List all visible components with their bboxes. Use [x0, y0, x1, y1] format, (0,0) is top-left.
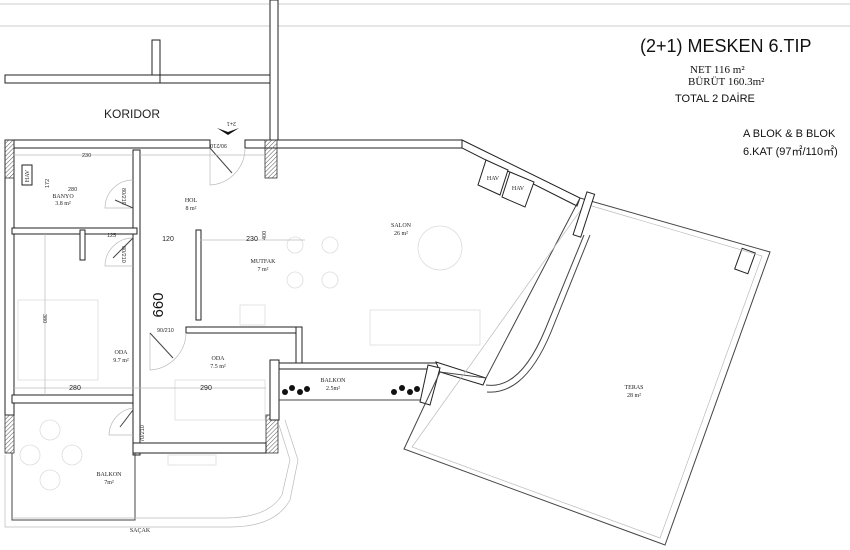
room-area: 8 m² [186, 206, 197, 212]
shaft-label: HAV [512, 186, 525, 192]
shaft-label: HAV [487, 176, 500, 182]
door-size: 80/210 [120, 246, 126, 263]
room-name: ODA [115, 350, 129, 356]
dimension: 230 [246, 236, 258, 243]
corridor-label: KORIDOR [104, 107, 160, 121]
column [265, 414, 279, 454]
total-units: TOTAL 2 DAİRE [675, 93, 755, 105]
column [4, 139, 15, 179]
block-label: A BLOK & B BLOK [743, 128, 836, 140]
dimension: 230 [82, 153, 91, 159]
dimension-lines [14, 154, 305, 395]
dimension: 290 [200, 385, 212, 392]
door-size: 70/210 [140, 425, 146, 442]
shaft-label: HAV [25, 169, 31, 182]
column [4, 414, 15, 454]
room-area: 26 m² [394, 231, 408, 237]
room-name: ODA [212, 356, 226, 362]
room-name: MUTFAK [251, 259, 277, 265]
room-area: 9.7 m² [113, 358, 129, 364]
shaft-bathroom [21, 164, 33, 186]
corridor-walls [4, 0, 279, 146]
dimension: 380 [41, 314, 47, 323]
room-area: 7 m² [258, 267, 269, 273]
entrance-label: 2+1 [227, 120, 236, 126]
dimension: 172 [45, 179, 51, 188]
room-name: BALKON [97, 472, 123, 478]
floor-label: 6.KAT (97㎡/110㎡) [743, 146, 838, 158]
furniture [17, 225, 481, 491]
net-area: NET 116 m² [690, 64, 745, 76]
room-area: 7.5 m² [210, 364, 226, 370]
plan-title: (2+1) MESKEN 6.TIP [640, 36, 812, 56]
column [264, 139, 278, 179]
room-name: HOL [185, 198, 198, 204]
gross-area: BÜRÜT 160.3m² [688, 76, 765, 88]
exterior-walls [4, 139, 581, 456]
planters [282, 385, 420, 395]
room-name: TERAS [624, 385, 643, 391]
door-size: 80/210 [120, 188, 126, 205]
entrance-marker: 2+1 [217, 120, 239, 135]
room-area: 3.8 m² [55, 201, 71, 207]
room-area: 28 m² [627, 393, 641, 399]
room-area: 2.5m² [326, 386, 340, 392]
room-name: BANYO [52, 194, 74, 200]
terrace [403, 191, 771, 546]
dimension: 400 [262, 231, 268, 240]
balcony-outlines [4, 399, 420, 528]
room-name: BALKON [321, 378, 347, 384]
door-size: 90/210 [157, 328, 174, 334]
total-depth-dimension: 660 [150, 292, 167, 317]
hav-shafts [477, 159, 756, 275]
door-size: 90/210 [210, 142, 227, 148]
room-name: SALON [391, 223, 412, 229]
doors [104, 147, 246, 436]
dimension: 280 [69, 385, 81, 392]
dimension: 125 [107, 233, 116, 239]
dimension: 280 [68, 187, 77, 193]
room-area: 7m² [104, 480, 114, 486]
cornice-label: SAÇAK [130, 528, 151, 534]
room-labels: BANYO 3.8 m² HOL 8 m² MUTFAK 7 m² SALON … [52, 194, 643, 486]
dimension: 120 [162, 236, 174, 243]
